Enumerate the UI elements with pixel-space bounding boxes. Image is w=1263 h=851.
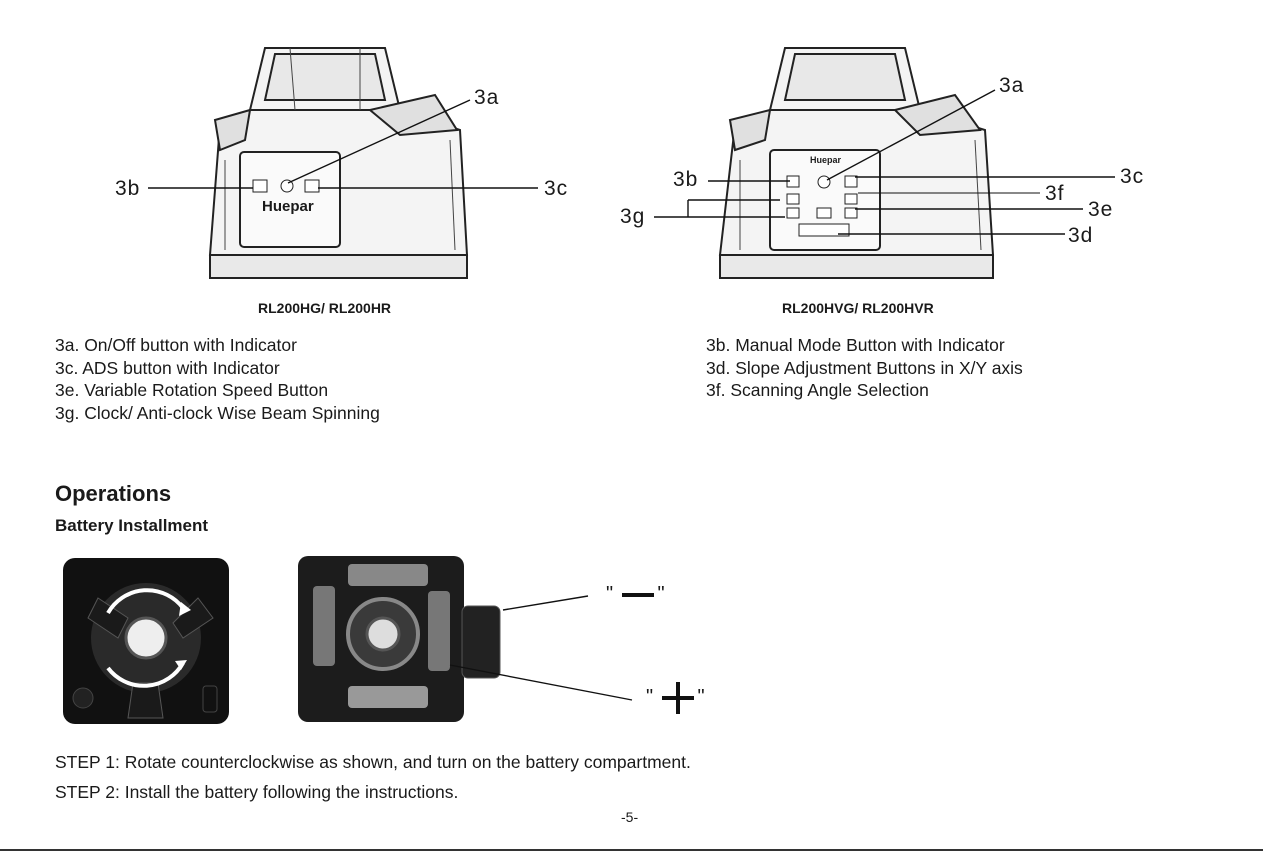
callout-3b-right: 3b xyxy=(673,168,699,191)
brand-logo-left: Huepar xyxy=(262,198,314,215)
callout-3d-right: 3d xyxy=(1068,224,1094,247)
page-number: -5- xyxy=(621,809,639,825)
brand-logo-right: Huepar xyxy=(810,155,842,165)
minus-terminal-label: " " xyxy=(606,583,665,605)
step-1-text: STEP 1: Rotate counterclockwise as shown… xyxy=(55,752,691,772)
device-illustration-rl200hg xyxy=(208,47,469,279)
description-item: 3g. Clock/ Anti-clock Wise Beam Spinning xyxy=(55,402,380,423)
device-illustration-rl200hvg xyxy=(718,47,995,279)
description-item: 3c. ADS button with Indicator xyxy=(55,357,280,378)
callout-3a-left: 3a xyxy=(474,86,500,109)
plus-terminal-label: " " xyxy=(646,686,705,708)
step-2-text: STEP 2: Install the battery following th… xyxy=(55,782,459,802)
figure-caption-left: RL200HG/ RL200HR xyxy=(258,300,392,316)
callout-3f-right: 3f xyxy=(1045,182,1065,205)
callout-3a-right: 3a xyxy=(999,74,1025,97)
description-item: 3e. Variable Rotation Speed Button xyxy=(55,380,329,400)
callout-3b-left: 3b xyxy=(115,177,141,200)
callout-3c-right: 3c xyxy=(1120,165,1145,188)
callout-3c-left: 3c xyxy=(544,177,569,200)
bottom-rule xyxy=(0,849,1263,851)
section-heading-operations: Operations xyxy=(55,481,172,506)
section-subheading-battery: Battery Installment xyxy=(55,516,209,535)
description-item: 3f. Scanning Angle Selection xyxy=(706,380,929,400)
callout-3g-right: 3g xyxy=(620,205,646,228)
description-item: 3b. Manual Mode Button with Indicator xyxy=(706,335,1005,355)
figure-caption-right: RL200HVG/ RL200HVR xyxy=(782,300,934,316)
description-item: 3d. Slope Adjustment Buttons in X/Y axis xyxy=(706,357,1023,378)
battery-cover-photo xyxy=(63,558,229,724)
description-item: 3a. On/Off button with Indicator xyxy=(55,335,297,355)
description-list-right: 3b. Manual Mode Button with Indicator 3d… xyxy=(706,334,1023,402)
callout-3e-right: 3e xyxy=(1088,198,1114,221)
description-list-left: 3a. On/Off button with Indicator 3c. ADS… xyxy=(55,334,380,424)
battery-compartment-photo xyxy=(298,556,501,722)
